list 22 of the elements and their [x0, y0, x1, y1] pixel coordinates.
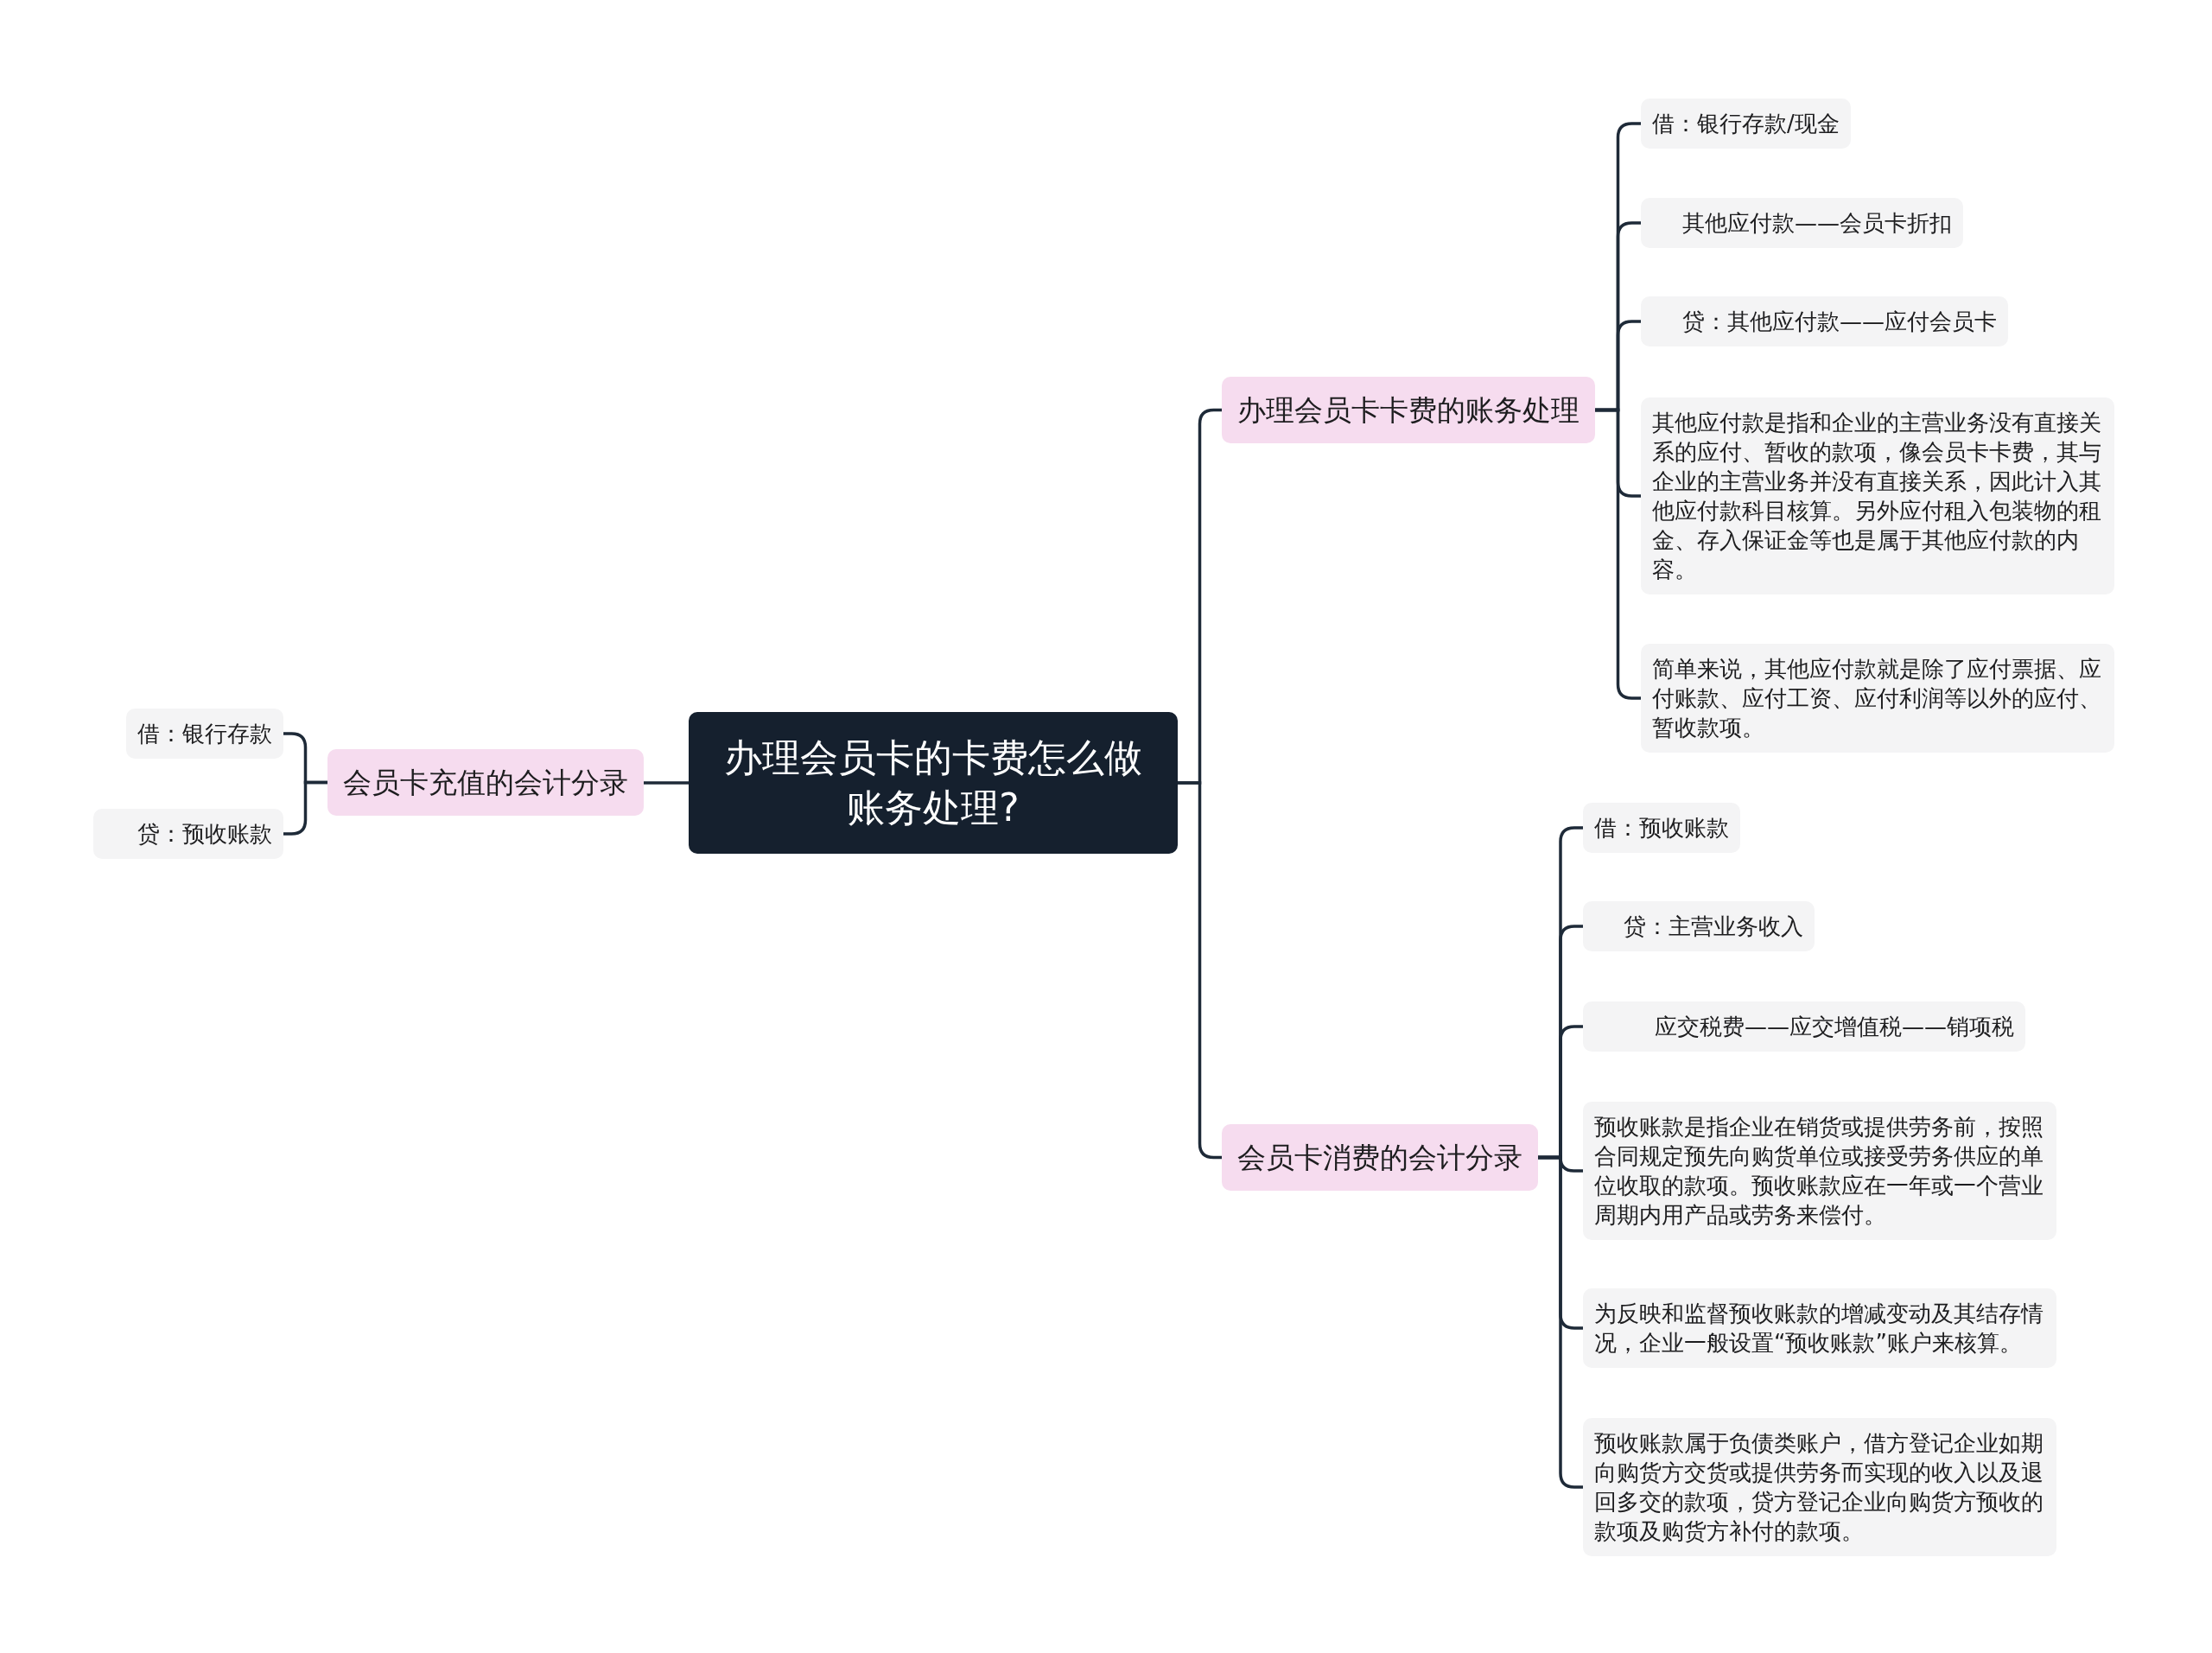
note-box: 其他应付款——会员卡折扣 [1641, 198, 1963, 248]
note-box: 应交税费——应交增值税——销项税 [1583, 1001, 2025, 1052]
branch-topic-box: 办理会员卡卡费的账务处理 [1222, 377, 1595, 443]
branch-topic-box: 会员卡充值的会计分录 [327, 749, 644, 816]
note-box: 借：银行存款 [126, 709, 283, 759]
note-box: 借：银行存款/现金 [1641, 99, 1851, 149]
connector-line [1538, 1155, 1583, 1489]
branch-topic-box: 会员卡消费的会计分录 [1222, 1124, 1538, 1191]
note-box: 简单来说，其他应付款就是除了应付票据、应付账款、应付工资、应付利润等以外的应付、暂收款项。 [1641, 644, 2114, 753]
note-box: 其他应付款是指和企业的主营业务没有直接关系的应付、暂收的款项，像会员卡卡费，其与企业的主营业务并没有直接关系，因此计入其他应付款科目核算。另外应付租入包装物的租金、存入保证金等也是属于其他应付款的内容。 [1641, 397, 2114, 594]
note-box: 预收账款属于负债类账户，借方登记企业如期向购货方交货或提供劳务而实现的收入以及退回多交的款项，贷方登记企业向购货方预收的款项及购货方补付的款项。 [1583, 1418, 2056, 1556]
note-box: 预收账款是指企业在销货或提供劳务前，按照合同规定预先向购货单位或接受劳务供应的单位收取的款项。预收账款应在一年或一个营业周期内用产品或劳务来偿付。 [1583, 1102, 2056, 1240]
connector-line [283, 780, 327, 836]
note-box: 贷：其他应付款——应付会员卡 [1641, 296, 2008, 346]
note-box: 贷：预收账款 [93, 809, 283, 859]
central-topic-box: 办理会员卡的卡费怎么做账务处理? [689, 712, 1178, 854]
note-box: 借：预收账款 [1583, 803, 1740, 853]
note-box: 贷：主营业务收入 [1583, 901, 1815, 951]
note-box: 为反映和监督预收账款的增减变动及其结存情况，企业一般设置“预收账款”账户来核算。 [1583, 1288, 2056, 1368]
connector-line [1178, 781, 1222, 1160]
connector-line [1595, 408, 1641, 700]
connector-line [644, 781, 689, 785]
